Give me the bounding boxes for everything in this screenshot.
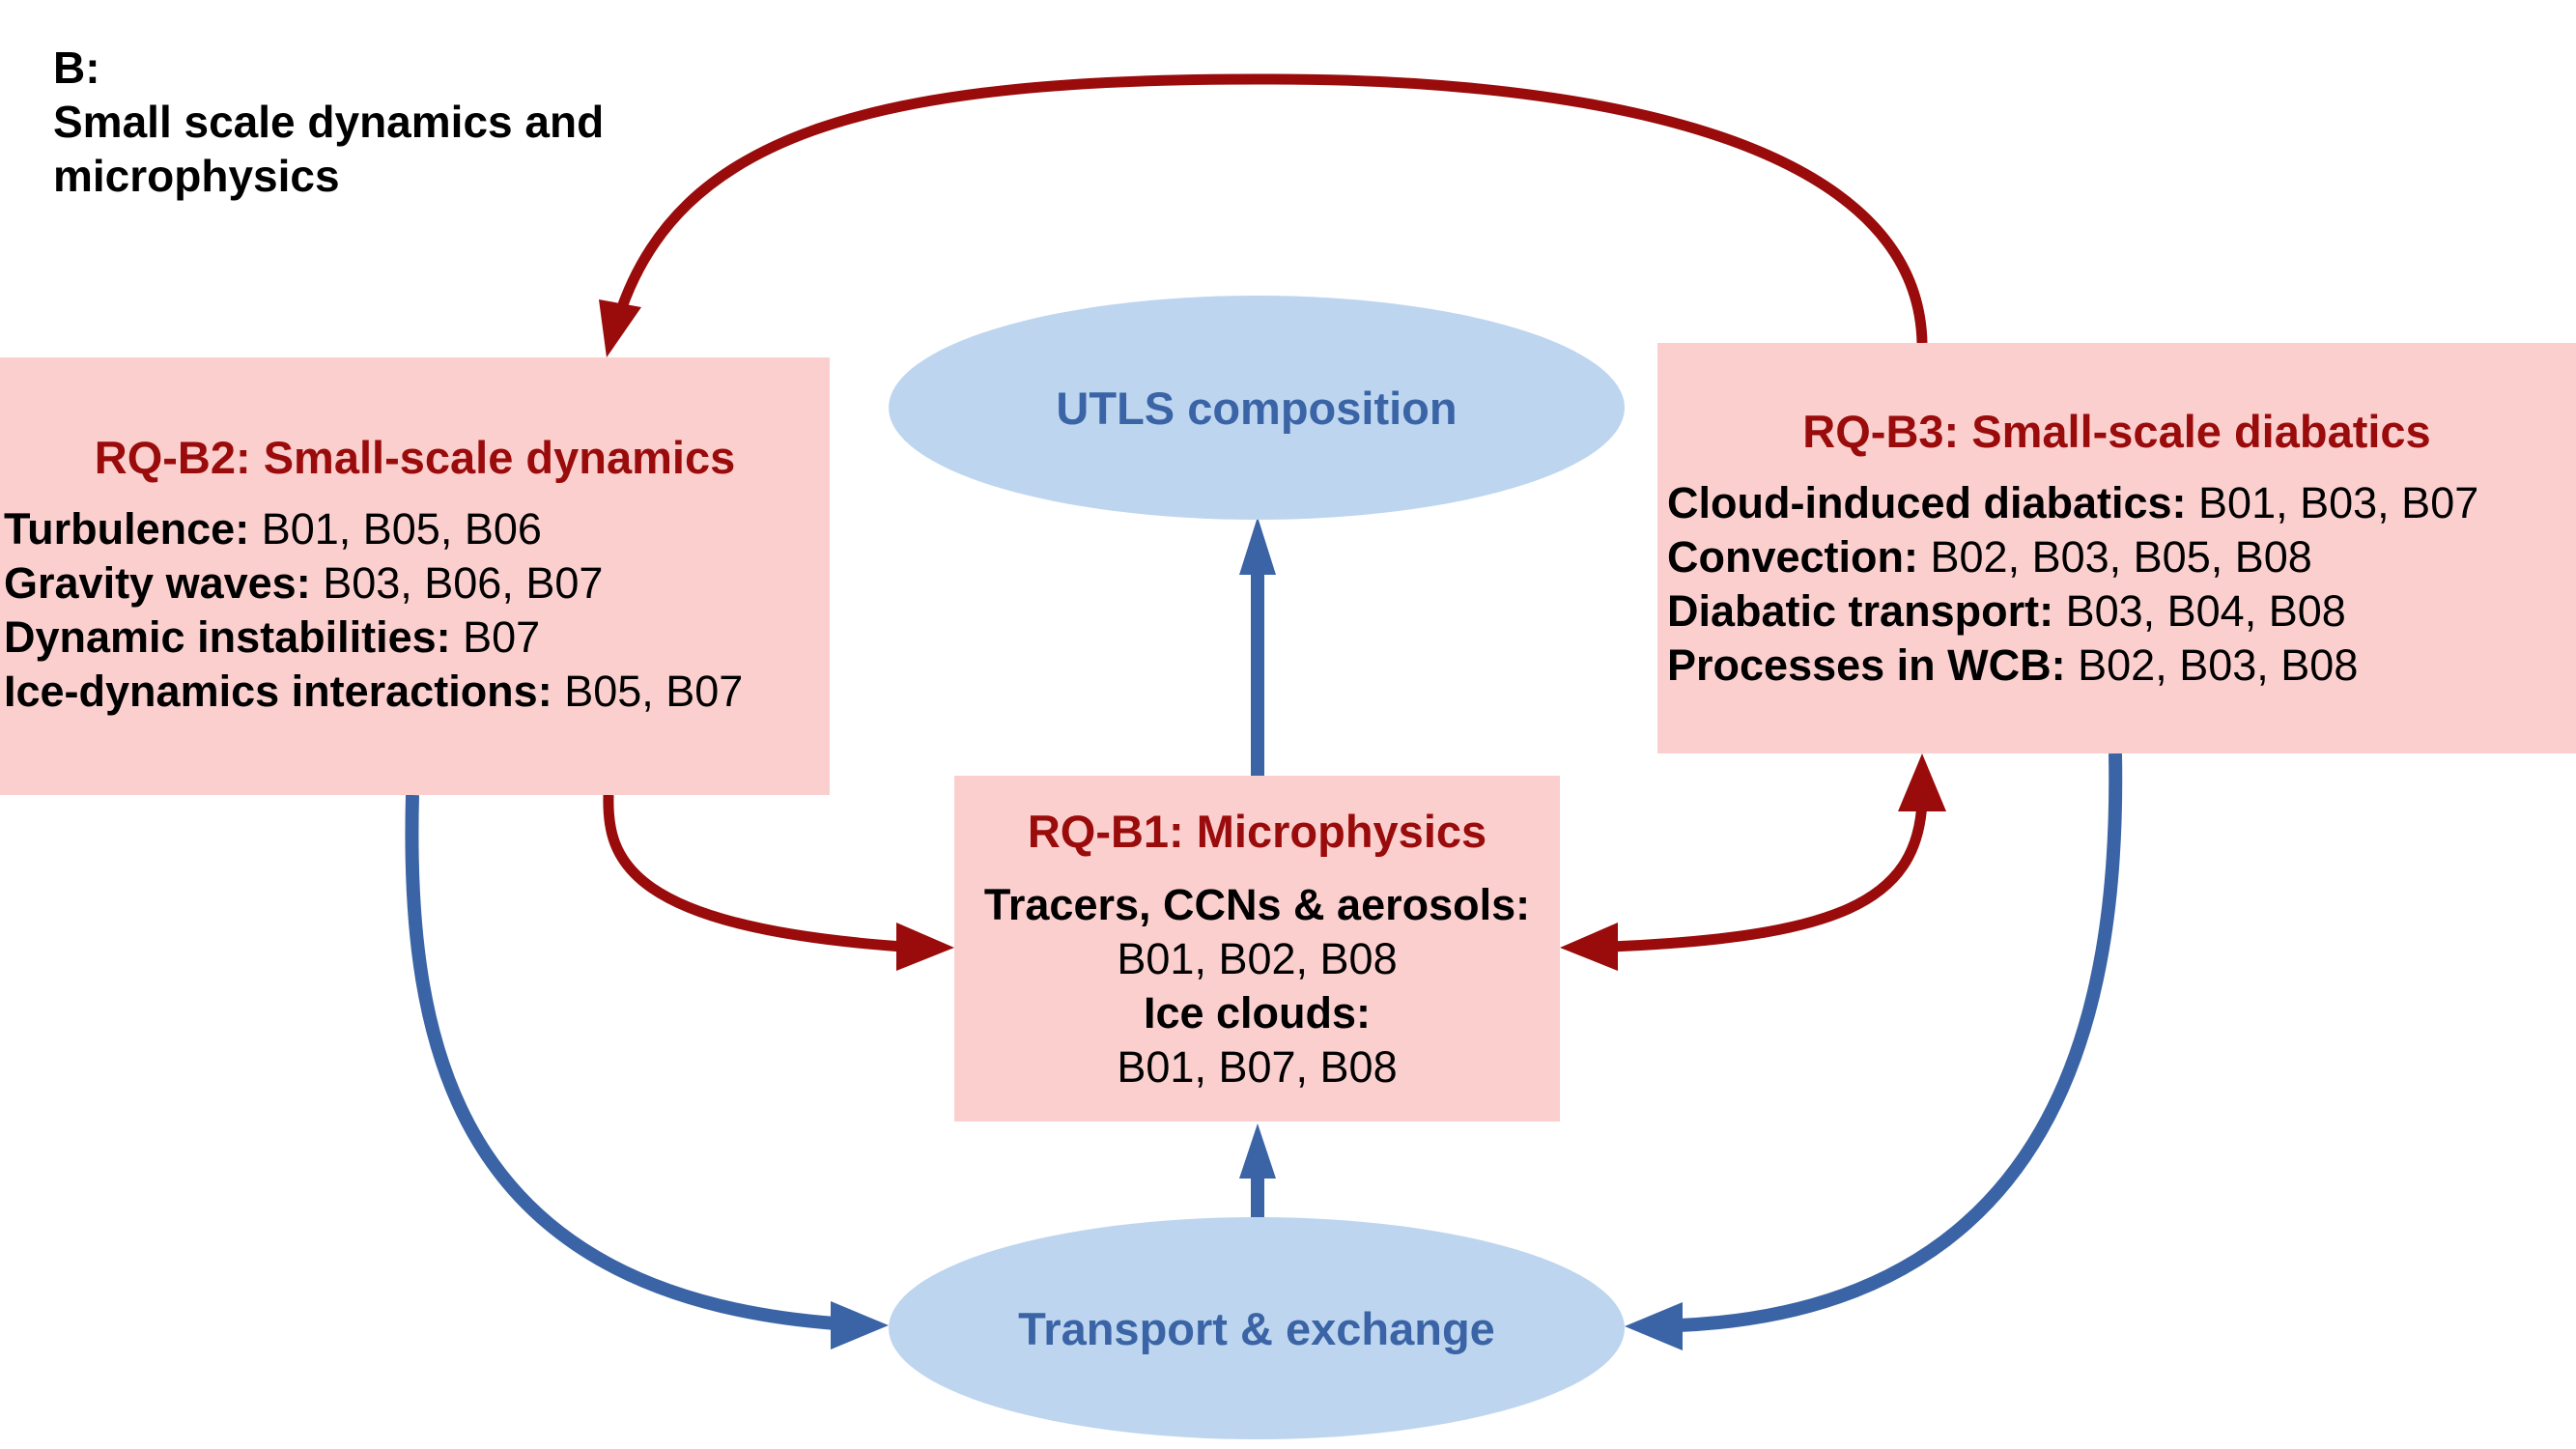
rq-b2-entry: Ice-dynamics interactions: B05, B07 — [4, 665, 743, 719]
arrowhead-b1-right — [1560, 923, 1618, 971]
rq-b3-entry-value: B02, B03, B08 — [2065, 640, 2359, 690]
rq-b2-entry-value: B05, B07 — [552, 667, 744, 716]
rq-b1-tracers-label: Tracers, CCNs & aerosols: — [983, 880, 1531, 929]
arrow-b3-to-transport — [1678, 753, 2123, 1332]
rq-b3-entry-label: Cloud-induced diabatics: — [1667, 478, 2187, 527]
arrowhead-b1-left — [896, 923, 954, 971]
rq-b3-entry: Cloud-induced diabatics: B01, B03, B07 — [1667, 476, 2478, 530]
diagram-heading: B: Small scale dynamics and microphysics — [53, 41, 604, 203]
rq-b2-entry: Gravity waves: B03, B06, B07 — [4, 556, 743, 611]
arrowhead-b2-top — [599, 299, 641, 357]
rq-b3-box: RQ-B3: Small-scale diabatics Cloud-induc… — [1657, 343, 2576, 753]
arrowhead-b1-bottom — [1239, 1123, 1276, 1179]
rq-b3-entry: Diabatic transport: B03, B04, B08 — [1667, 584, 2478, 639]
rq-b3-entry-value: B03, B04, B08 — [2053, 586, 2346, 636]
rq-b1-box: RQ-B1: Microphysics Tracers, CCNs & aero… — [954, 776, 1560, 1122]
rq-b2-title: RQ-B2: Small-scale dynamics — [94, 432, 736, 483]
utls-composition-node: UTLS composition — [889, 296, 1625, 520]
arrowhead-b3-bottom — [1898, 753, 1946, 811]
rq-b2-entry-label: Turbulence: — [4, 504, 250, 554]
rq-b3-entry-label: Processes in WCB: — [1667, 640, 2066, 690]
arrowhead-utls — [1239, 517, 1276, 575]
rq-b1-ice-label: Ice clouds: — [1143, 988, 1372, 1037]
arrow-b3-to-b2 — [612, 73, 1928, 344]
rq-b1-title: RQ-B1: Microphysics — [1027, 806, 1487, 857]
transport-exchange-node: Transport & exchange — [889, 1217, 1625, 1439]
transport-exchange-label: Transport & exchange — [1018, 1302, 1495, 1354]
rq-b1-ice-value: B01, B07, B08 — [1117, 1042, 1398, 1092]
rq-b1-tracers-value: B01, B02, B08 — [1117, 934, 1398, 983]
utls-composition-label: UTLS composition — [1056, 382, 1458, 434]
rq-b3-entry-value: B01, B03, B07 — [2186, 478, 2479, 527]
heading-line-3: microphysics — [53, 151, 340, 201]
rq-b2-entry-value: B07 — [450, 612, 541, 662]
rq-b2-entry-label: Gravity waves: — [4, 558, 311, 608]
rq-b2-entry-value: B01, B05, B06 — [249, 504, 542, 554]
rq-b3-entry-value: B02, B03, B05, B08 — [1918, 532, 2312, 582]
rq-b2-entry-value: B03, B06, B07 — [310, 558, 604, 608]
rq-b2-entry-label: Ice-dynamics interactions: — [4, 667, 552, 716]
arrowhead-transport-left — [831, 1301, 889, 1350]
rq-b2-entry: Dynamic instabilities: B07 — [4, 611, 743, 665]
heading-line-1: B: — [53, 43, 100, 93]
rq-b3-entry: Processes in WCB: B02, B03, B08 — [1667, 639, 2478, 693]
rq-b3-entry: Convection: B02, B03, B05, B08 — [1667, 530, 2478, 584]
rq-b2-entry: Turbulence: B01, B05, B06 — [4, 502, 743, 556]
arrow-b1-b3 — [1610, 801, 1928, 952]
arrow-b2-to-b1 — [603, 794, 904, 952]
rq-b2-box: RQ-B2: Small-scale dynamics Turbulence: … — [0, 357, 830, 795]
rq-b3-title: RQ-B3: Small-scale diabatics — [1802, 406, 2431, 457]
rq-b3-entry-label: Convection: — [1667, 532, 1919, 582]
arrowhead-transport-right — [1625, 1302, 1683, 1350]
heading-line-2: Small scale dynamics and — [53, 97, 605, 147]
arrow-b2-to-transport — [405, 794, 836, 1330]
rq-b3-entry-label: Diabatic transport: — [1667, 586, 2054, 636]
rq-b2-entry-label: Dynamic instabilities: — [4, 612, 451, 662]
